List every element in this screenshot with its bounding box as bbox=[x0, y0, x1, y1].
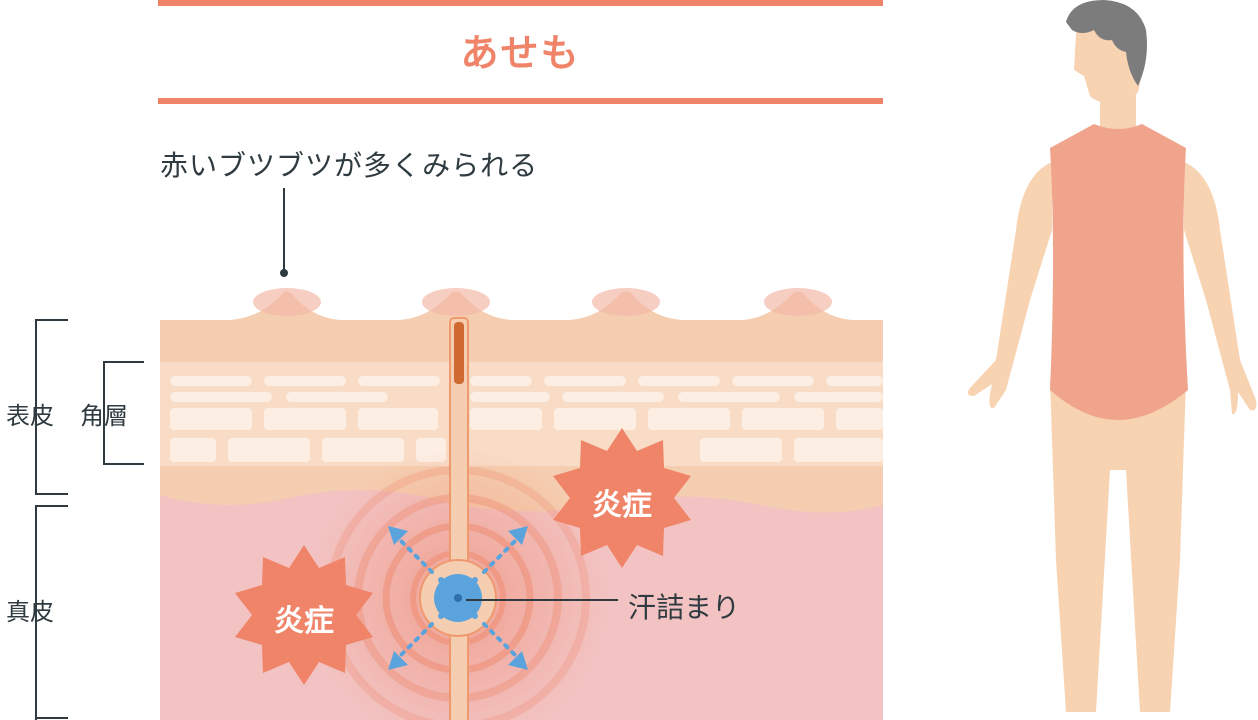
stratum-corneum-label: 角層 bbox=[80, 402, 128, 430]
epidermis-bracket bbox=[35, 319, 68, 495]
inflammation-badge-2 bbox=[235, 545, 373, 685]
epidermis-label: 表皮 bbox=[6, 402, 54, 430]
inflammation-label-1: 炎症 bbox=[592, 488, 652, 523]
duct-plug bbox=[454, 322, 464, 384]
symptom-caption: 赤いブツブツが多くみられる bbox=[160, 149, 539, 182]
inflammation-badge-1 bbox=[553, 428, 691, 568]
tank-top bbox=[1050, 124, 1188, 420]
dermis-bracket bbox=[35, 505, 68, 720]
dermis-label: 真皮 bbox=[6, 598, 54, 626]
page-title: あせも bbox=[460, 31, 581, 75]
sweat-clog-label: 汗詰まり bbox=[628, 591, 741, 624]
inflammation-label-2: 炎症 bbox=[274, 604, 334, 639]
title-rule-bottom bbox=[158, 98, 883, 104]
title-rule-top bbox=[158, 0, 883, 6]
stratum-corneum-bracket bbox=[103, 361, 144, 465]
person-figure bbox=[967, 0, 1257, 712]
hair bbox=[1066, 0, 1147, 86]
caption-pointer-dot bbox=[280, 269, 288, 277]
